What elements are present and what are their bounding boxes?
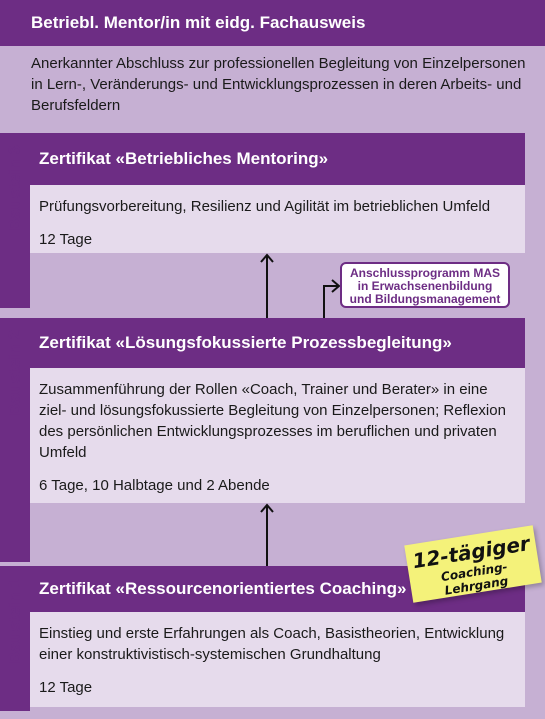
mas-callout-line-3: und Bildungsmanagement	[349, 292, 501, 306]
baustein-3-tab	[0, 133, 30, 308]
baustein-2-label-wrap: Baustein 2	[0, 318, 30, 428]
program-title: Betriebl. Mentor/in mit eidg. Fachauswei…	[0, 0, 545, 46]
mas-callout-line-1: Anschlussprogramm MAS	[349, 266, 501, 280]
baustein-1-label-wrap: Baustein 1	[0, 566, 30, 676]
baustein-3-description: Prüfungsvorbereitung, Resilienz und Agil…	[39, 198, 491, 215]
baustein-3-duration: 12 Tage	[39, 231, 93, 248]
arrow-up-icon	[260, 503, 274, 566]
baustein-2-title: Zertifikat «Lösungsfokussierte Prozessbe…	[30, 318, 525, 368]
baustein-2-block: Zertifikat «Lösungsfokussierte Prozessbe…	[30, 318, 525, 503]
baustein-2-duration: 6 Tage, 10 Halbtage und 2 Abende	[39, 477, 270, 494]
baustein-2-tab	[0, 318, 30, 562]
baustein-3-body: Prüfungsvorbereitung, Resilienz und Agil…	[30, 185, 525, 253]
baustein-1-duration: 12 Tage	[39, 679, 93, 696]
baustein-2-description: Zusammenführung der Rollen «Coach, Train…	[39, 381, 506, 461]
baustein-1-description: Einstieg und erste Erfahrungen als Coach…	[39, 625, 505, 663]
arrow-up-icon	[260, 253, 274, 318]
baustein-3-label: Baustein 3	[5, 145, 25, 231]
baustein-1-tab	[0, 566, 30, 711]
program-description: Anerkannter Abschluss zur professionelle…	[31, 55, 526, 114]
baustein-1-label: Baustein 1	[5, 578, 25, 664]
baustein-3-label-wrap: Baustein 3	[0, 133, 30, 243]
baustein-3-title: Zertifikat «Betriebliches Mentoring»	[30, 133, 525, 185]
baustein-2-body: Zusammenführung der Rollen «Coach, Train…	[30, 368, 525, 503]
baustein-2-label: Baustein 2	[5, 330, 25, 416]
mas-callout-line-2: in Erwachsenenbildung	[357, 279, 493, 293]
baustein-3-block: Zertifikat «Betriebliches Mentoring» Prü…	[30, 133, 525, 253]
baustein-1-body: Einstieg und erste Erfahrungen als Coach…	[30, 612, 525, 707]
arrow-right-icon	[323, 279, 341, 318]
mas-callout: Anschlussprogramm MAS in Erwachsenenbild…	[340, 262, 510, 308]
